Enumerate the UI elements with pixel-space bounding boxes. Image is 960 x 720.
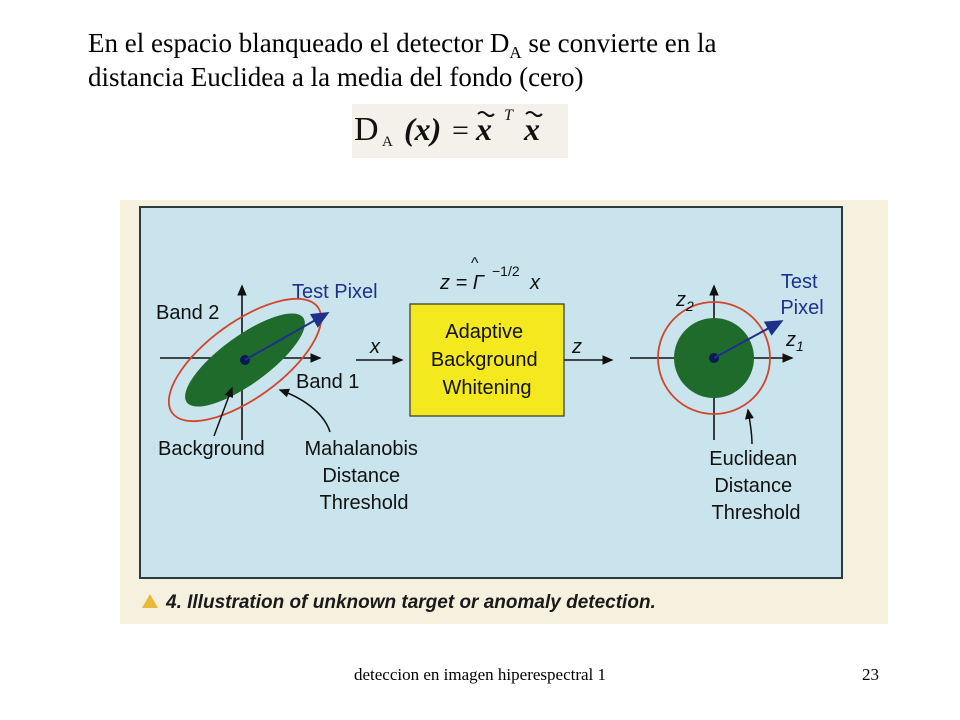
- figure-caption: 4. Illustration of unknown target or ano…: [142, 592, 656, 613]
- left-plot: Band 2 Band 1 Test Pixel Background Maha…: [156, 281, 424, 514]
- heading-subscript: A: [509, 43, 522, 62]
- band-1-label: Band 1: [296, 371, 359, 393]
- caption-triangle-icon: [142, 594, 158, 608]
- test-pixel-label-right: Test Pixel: [780, 271, 823, 319]
- test-pixel-right-line-2: Pixel: [780, 297, 823, 319]
- euclidean-line-3: Threshold: [712, 502, 801, 524]
- band-2-label: Band 2: [156, 302, 219, 324]
- whitening-variable: x: [529, 272, 541, 294]
- z2-letter: z: [675, 289, 686, 311]
- threshold-pointer-left: [278, 388, 331, 433]
- anomaly-detection-figure: Band 2 Band 1 Test Pixel Background Maha…: [120, 200, 888, 624]
- formula-graphic: D A (x) = x T x: [354, 107, 543, 150]
- gamma-hat: ^: [471, 255, 479, 272]
- whitening-box-label: Adaptive Background Whitening: [431, 321, 543, 399]
- z2-label: z2: [675, 289, 694, 314]
- box-line-2: Background: [431, 349, 538, 371]
- slide-heading: En el espacio blanqueado el detector DA …: [88, 26, 717, 94]
- euclidean-line-2: Distance: [714, 475, 792, 497]
- whitening-stage: x z = Γ ^ −1/2 x Adaptive Background Whi…: [356, 255, 614, 417]
- mahalanobis-line-3: Threshold: [320, 492, 409, 514]
- formula-equals: =: [452, 114, 469, 147]
- mahalanobis-threshold-ring: [167, 297, 323, 423]
- z2-subscript: 2: [685, 298, 694, 314]
- heading-text-part1: En el espacio blanqueado el detector D: [88, 28, 510, 58]
- box-line-1: Adaptive: [445, 321, 523, 343]
- background-label: Background: [158, 438, 265, 460]
- whitening-exponent: −1/2: [492, 263, 520, 279]
- z1-letter: z: [785, 329, 796, 351]
- test-pixel-label-left: Test Pixel: [292, 281, 378, 303]
- formula-lhs-sub: A: [382, 134, 393, 150]
- caption-text: 4. Illustration of unknown target or ano…: [165, 592, 656, 613]
- test-pixel-vector: [244, 312, 330, 361]
- euclidean-threshold-ring: [657, 301, 771, 415]
- heading-line-2: distancia Euclidea a la media del fondo …: [88, 62, 584, 92]
- formula-argument: (x): [404, 111, 441, 147]
- figure-graphic: Band 2 Band 1 Test Pixel Background Maha…: [139, 206, 843, 613]
- background-pointer: [213, 386, 234, 437]
- threshold-pointer-right: [745, 408, 754, 445]
- mahalanobis-line-2: Distance: [322, 465, 400, 487]
- mahalanobis-line-1: Mahalanobis: [305, 438, 418, 460]
- formula-lhs: D: [354, 111, 379, 148]
- formula-rhs-2: x: [523, 111, 540, 147]
- whitening-formula: z = Γ: [439, 272, 486, 294]
- test-pixel-right-line-1: Test: [781, 271, 818, 293]
- formula-rhs: x: [475, 111, 492, 147]
- page-number: 23: [862, 665, 879, 684]
- box-line-3: Whitening: [443, 377, 532, 399]
- heading-line-1: En el espacio blanqueado el detector DA …: [88, 26, 717, 62]
- input-x-label: x: [369, 336, 381, 358]
- euclidean-line-1: Euclidean: [709, 448, 797, 470]
- z1-label: z1: [785, 329, 804, 354]
- right-plot: z2 z1 Test Pixel Euclidean Distance Thre…: [630, 271, 824, 524]
- footer-title: deteccion en imagen hiperespectral 1: [353, 665, 607, 684]
- formula-image: D A (x) = x T x: [352, 104, 568, 158]
- mahalanobis-label: Mahalanobis Distance Threshold: [305, 438, 424, 514]
- euclidean-label: Euclidean Distance Threshold: [709, 448, 802, 524]
- tilde-mark: [477, 111, 495, 117]
- heading-text-part2: se convierte en la: [521, 28, 717, 58]
- whitening-box: [409, 303, 565, 417]
- output-z-label: z: [571, 336, 582, 358]
- z1-subscript: 1: [796, 338, 804, 354]
- formula-transpose: T: [504, 107, 514, 124]
- tilde-mark-2: [525, 111, 543, 117]
- whitened-test-pixel-vector: [713, 320, 784, 359]
